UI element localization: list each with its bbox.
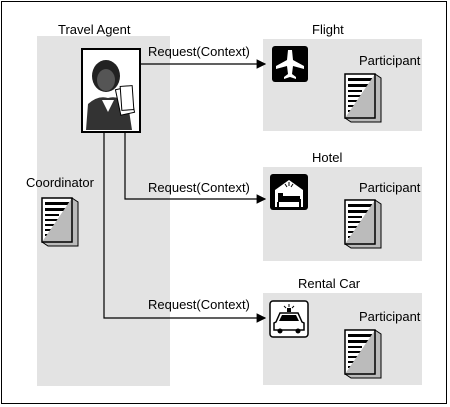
rental-car-request-arrow bbox=[103, 132, 267, 323]
flight-participant-label: Participant bbox=[359, 53, 421, 68]
hotel-participant-label: Participant bbox=[359, 180, 421, 195]
hotel-title: Hotel bbox=[312, 150, 343, 165]
car-icon bbox=[269, 300, 309, 338]
rental-car-server-icon bbox=[344, 329, 382, 379]
travel-agent-portrait bbox=[81, 48, 141, 133]
hotel-request-label: Request(Context) bbox=[148, 180, 250, 195]
rental-car-request-label: Request(Context) bbox=[148, 297, 250, 312]
coordinator-server-icon bbox=[41, 197, 79, 247]
hotel-server-icon bbox=[344, 199, 382, 249]
airplane-icon bbox=[272, 46, 308, 82]
flight-request-label: Request(Context) bbox=[148, 44, 250, 59]
flight-title: Flight bbox=[312, 22, 344, 37]
hotel-bed-icon bbox=[270, 174, 308, 210]
coordinator-label: Coordinator bbox=[26, 175, 94, 190]
flight-server-icon bbox=[344, 73, 382, 123]
travel-agent-title: Travel Agent bbox=[58, 22, 131, 37]
hotel-request-arrow bbox=[124, 132, 267, 204]
rental-car-participant-label: Participant bbox=[359, 309, 421, 324]
rental-car-title: Rental Car bbox=[298, 276, 361, 291]
